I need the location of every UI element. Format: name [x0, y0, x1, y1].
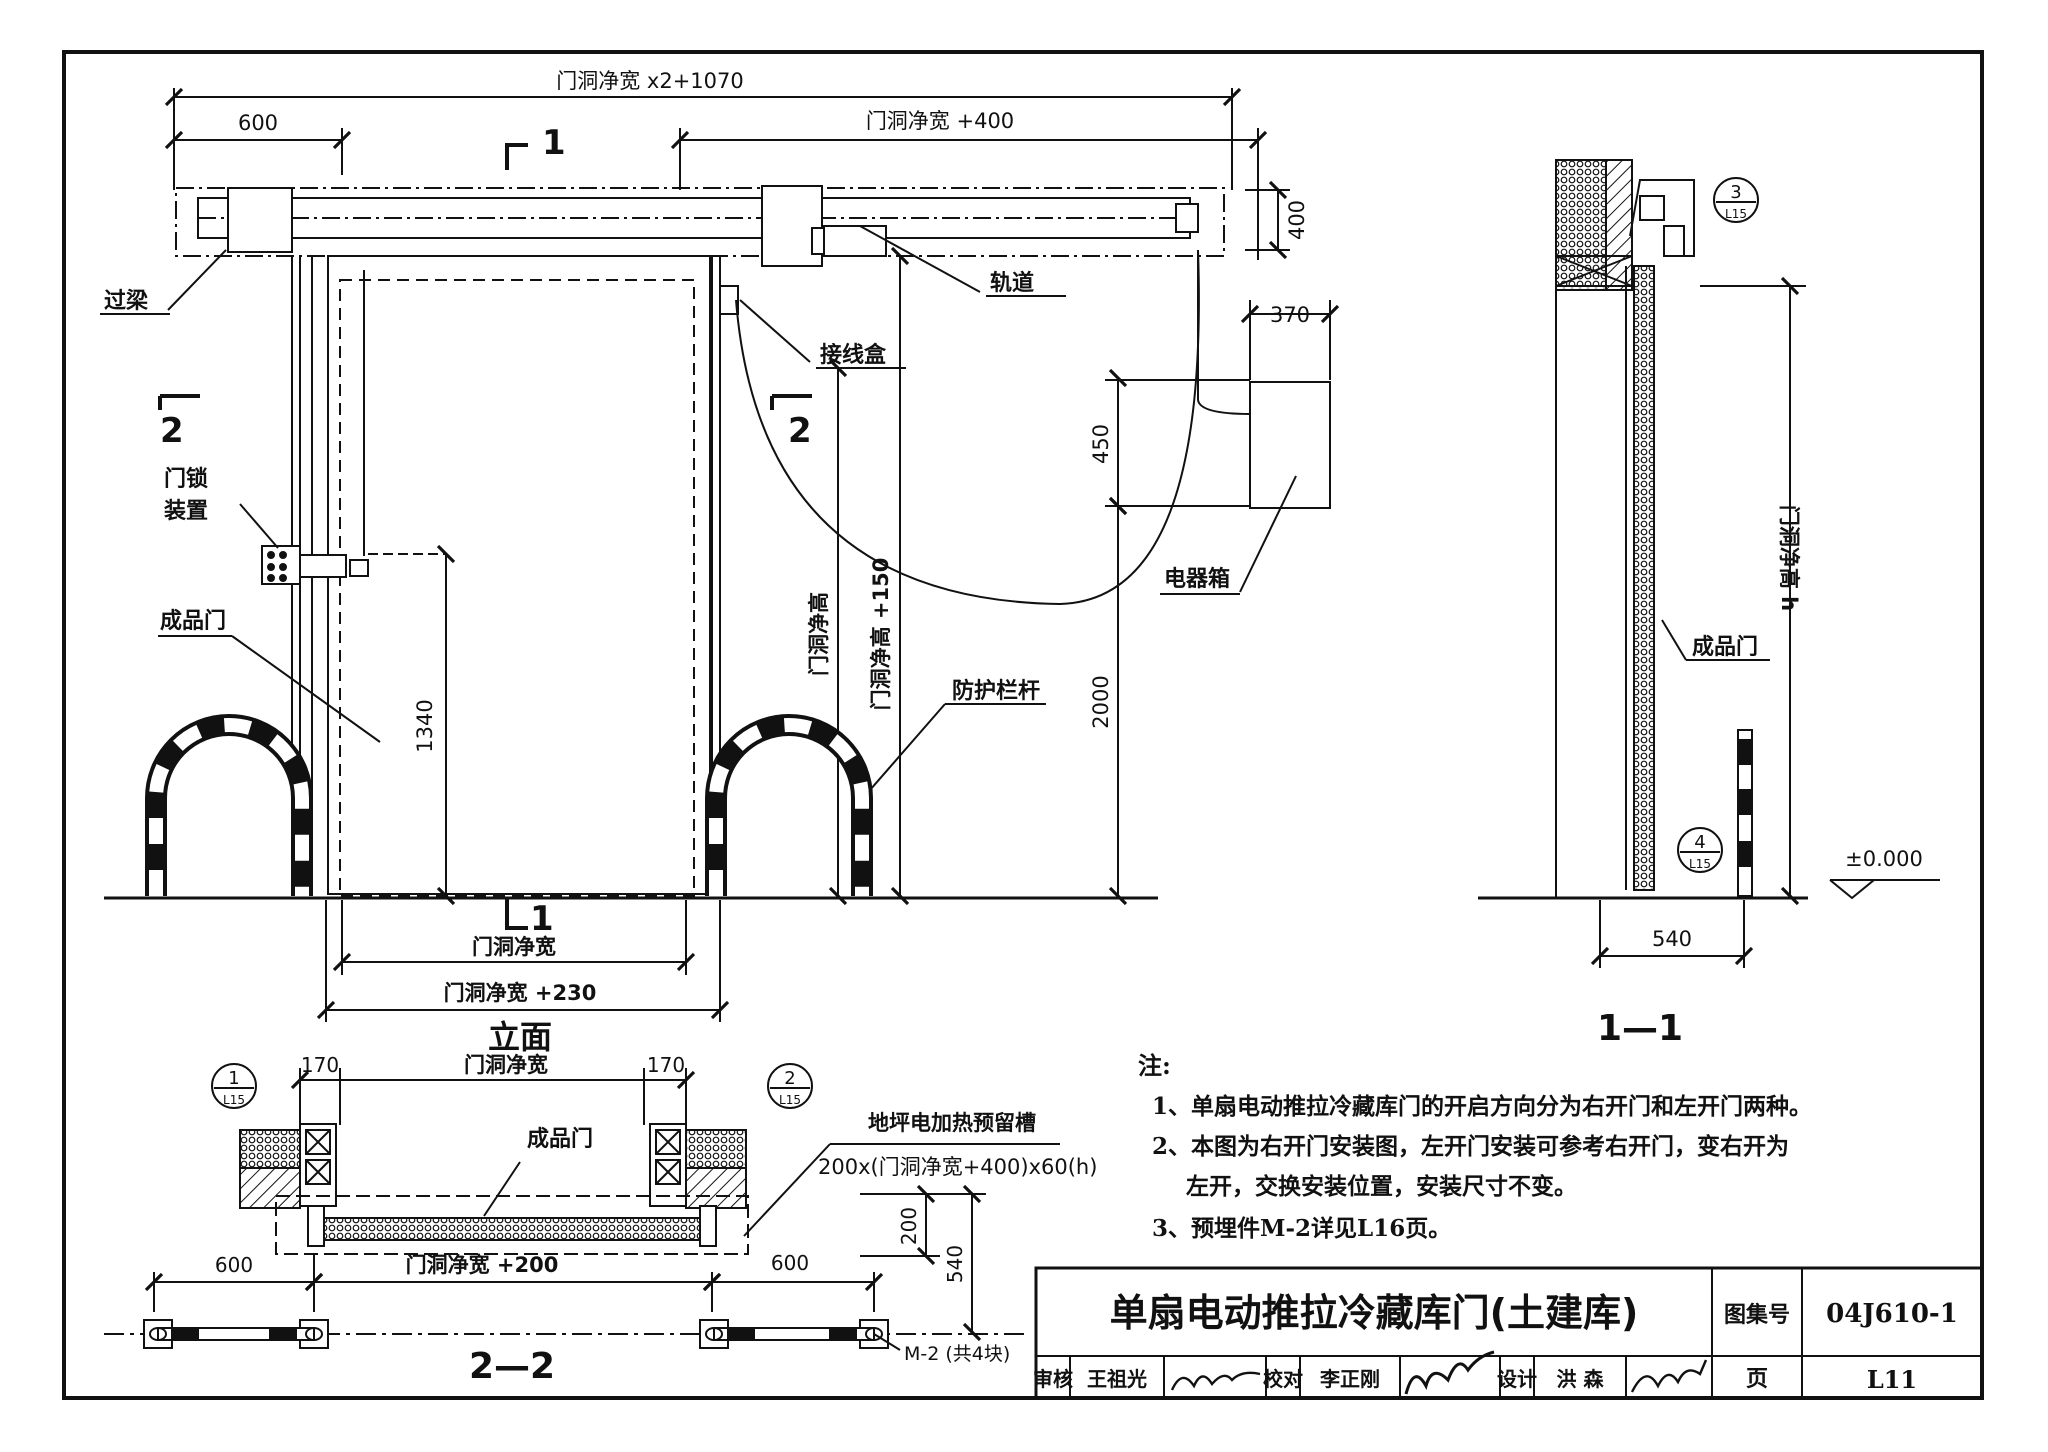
drive-cylinder: [821, 225, 887, 257]
section11-door-label: 成品门: [1692, 634, 1758, 660]
note-2-cont: 左开，交换安装位置，安装尺寸不变。: [1186, 1173, 1577, 1200]
signature-designer: [1630, 1359, 1708, 1393]
section22-title: 2—2: [469, 1346, 555, 1387]
label-lock-1: 门锁: [164, 466, 208, 492]
atlas-label: 图集号: [1724, 1302, 1790, 1328]
detail-ref-4: [1677, 827, 1723, 873]
detail-ref-2-num: 2: [784, 1068, 795, 1089]
wall-left-insulation: [239, 1129, 301, 1169]
sheet-border: [62, 50, 1984, 1400]
label-electrical-box: 电器箱: [1164, 566, 1230, 592]
title-block: [1034, 1266, 1984, 1400]
section22-dim-600-left: 600: [215, 1253, 253, 1277]
detail-ref-3-num: 3: [1730, 182, 1741, 203]
section22-dim-170-right: 170: [647, 1053, 685, 1077]
wall-right-insulation: [685, 1129, 747, 1169]
label-junction-box: 接线盒: [820, 342, 887, 368]
review-label: 审核: [1033, 1367, 1073, 1391]
detail-ref-3: [1713, 177, 1759, 223]
elevation-view: [100, 87, 1340, 1022]
note-3: 3、预埋件M-2详见L16页。: [1152, 1215, 1451, 1242]
section22-slot-size: 200x(门洞净宽+400)x60(h): [818, 1155, 1097, 1179]
section-mark-2-right: 2: [788, 411, 812, 451]
notes-heading: 注:: [1138, 1051, 1171, 1080]
page-number: L11: [1867, 1365, 1917, 1394]
dim-width-label: 门洞净宽: [472, 935, 556, 959]
motor-block-left: [227, 187, 293, 253]
label-track: 轨道: [990, 270, 1034, 296]
dim-1340-label: 1340: [413, 699, 437, 752]
note-1: 1、单扇电动推拉冷藏库门的开启方向分为右开门和左开门两种。: [1152, 1093, 1812, 1120]
atlas-number: 04J610-1: [1826, 1299, 1958, 1329]
dim-2000-label: 2000: [1089, 675, 1113, 728]
door-panel-section: [1633, 265, 1655, 891]
guard-rail-plan-left: [143, 1319, 329, 1349]
section-1-1-view: [1478, 159, 1940, 968]
door-panel-plan: [323, 1217, 701, 1241]
design-label: 设计: [1497, 1367, 1537, 1391]
detail-ref-2: [767, 1063, 813, 1109]
dim-450-label: 450: [1089, 424, 1113, 464]
check-label: 校对: [1263, 1367, 1303, 1391]
section22-door-label: 成品门: [527, 1126, 593, 1152]
title-block-title: 单扇电动推拉冷藏库门(土建库): [1110, 1291, 1639, 1335]
label-lock-2: 装置: [164, 499, 208, 524]
detail-ref-1: [211, 1063, 257, 1109]
detail-ref-2-page: L15: [779, 1093, 801, 1107]
section22-m2-label: M-2 (共4块): [904, 1343, 1010, 1365]
section22-dim-width200: 门洞净宽 +200: [406, 1253, 559, 1277]
signature-reviewer: [1170, 1371, 1261, 1391]
section22-dim-200: 200: [897, 1207, 921, 1245]
heating-slot: [275, 1195, 749, 1255]
section-mark-1-top: 1: [542, 123, 566, 163]
label-door: 成品门: [160, 608, 226, 634]
guard-rail-plan-right: [699, 1319, 889, 1349]
section-2-2-view: [104, 1063, 1060, 1351]
detail-ref-1-num: 1: [228, 1068, 239, 1089]
section-mark-1-bottom: 1: [530, 899, 554, 939]
detail-ref-1-page: L15: [223, 1093, 245, 1107]
dim-370-label: 370: [1270, 303, 1310, 327]
section22-dim-width: 门洞净宽: [464, 1053, 548, 1077]
section22-dim-170-left: 170: [301, 1053, 339, 1077]
designer-name: 洪 森: [1557, 1367, 1605, 1391]
page-label: 页: [1746, 1367, 1768, 1392]
dim-total-label: 门洞净宽 x2+1070: [556, 69, 744, 93]
door-leaf: [327, 255, 711, 895]
section11-dim-h: 门洞净高 h: [1777, 505, 1801, 611]
section22-dim-600-right: 600: [771, 1251, 809, 1275]
section11-dim-540: 540: [1652, 927, 1692, 951]
dim-plus400-label: 门洞净宽 +400: [866, 109, 1014, 133]
junction-box: [719, 285, 739, 315]
guard-rail-left: [145, 714, 313, 896]
dim-h-label: 门洞净高: [807, 592, 831, 676]
detail-ref-4-page: L15: [1689, 857, 1711, 871]
signature-checker: [1404, 1350, 1495, 1395]
section22-slot-label: 地坪电加热预留槽: [868, 1111, 1036, 1135]
section11-title: 1—1: [1597, 1008, 1683, 1049]
section22-dim-540: 540: [943, 1245, 967, 1283]
reviewer-name: 王祖光: [1087, 1367, 1147, 1391]
section-mark-2-left: 2: [160, 411, 184, 451]
dim-width230-label: 门洞净宽 +230: [444, 981, 597, 1005]
section11-level: ±0.000: [1845, 847, 1923, 871]
dim-h150-label: 门洞净高 +150: [869, 558, 893, 711]
checker-name: 李正刚: [1319, 1367, 1380, 1391]
elevation-title: 立面: [488, 1018, 552, 1056]
dim-400-label: 400: [1285, 200, 1309, 240]
wall-insulation: [1555, 159, 1607, 291]
dim-600-top-label: 600: [238, 111, 278, 135]
detail-ref-4-num: 4: [1694, 832, 1705, 853]
detail-ref-3-page: L15: [1725, 207, 1747, 221]
label-beam: 过梁: [104, 289, 148, 314]
label-guard-rail: 防护栏杆: [952, 678, 1040, 704]
note-2: 2、本图为右开门安装图，左开门安装可参考右开门，变右开为: [1152, 1133, 1789, 1160]
guard-rail-right: [705, 714, 873, 896]
